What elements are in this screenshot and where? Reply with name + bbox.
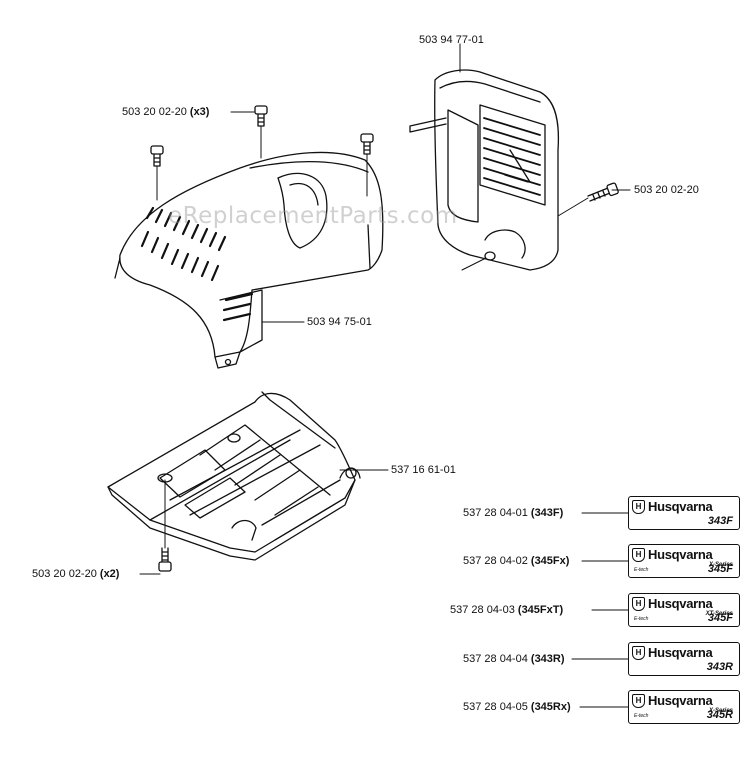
part-number: 503 20 02-20 [122, 106, 187, 118]
decal-345rx: H Husqvarna X-Series E-tech 345R [628, 690, 740, 724]
decal-343r: H Husqvarna 343R [628, 642, 740, 676]
decal-343f: H Husqvarna 343F [628, 496, 740, 530]
part-number: 537 28 04-02 [463, 555, 528, 567]
husqvarna-crown-icon: H [632, 694, 645, 708]
decal-series: XT-Series [705, 611, 733, 617]
callout-decal-3: 537 28 04-03 (345FxT) [450, 604, 563, 616]
decal-tag: E-tech [634, 567, 649, 573]
decal-brand: Husqvarna [648, 547, 713, 562]
variant: (345Fx) [530, 555, 570, 567]
callout-decal-5: 537 28 04-05 (345Rx) [463, 701, 571, 713]
decal-brand: Husqvarna [648, 499, 713, 514]
decal-345fxt: H Husqvarna XT-Series E-tech 345F [628, 593, 740, 627]
callout-decal-1: 537 28 04-01 (343F) [463, 507, 563, 519]
part-number: 537 16 61-01 [391, 464, 456, 476]
part-number: 503 94 77-01 [419, 34, 484, 46]
variant: (345FxT) [517, 604, 564, 616]
husqvarna-crown-icon: H [632, 548, 645, 562]
decal-model: 345R [706, 709, 733, 721]
screw-icon [360, 133, 374, 197]
callout-screw-bottom: 503 20 02-20 (x2) [32, 568, 119, 580]
callout-screw-right: 503 20 02-20 [634, 184, 699, 196]
decal-model: 343R [706, 661, 733, 673]
quantity: (x3) [189, 106, 210, 118]
bottom-plate-drawing [107, 391, 361, 561]
screw-icon [254, 105, 268, 159]
part-number: 503 20 02-20 [32, 568, 97, 580]
part-number: 537 28 04-05 [463, 701, 528, 713]
decal-model: 343F [707, 515, 733, 527]
decal-345fx: H Husqvarna X-Series E-tech 345F [628, 544, 740, 578]
screw-icon [150, 145, 164, 201]
variant: (343R) [530, 653, 565, 665]
decal-model: 345F [707, 612, 733, 624]
husqvarna-crown-icon: H [632, 646, 645, 660]
part-number: 503 20 02-20 [634, 184, 699, 196]
quantity: (x2) [99, 568, 120, 580]
decal-tag: E-tech [634, 713, 649, 719]
decal-series: X-Series [708, 708, 733, 714]
decal-series: X-Series [708, 562, 733, 568]
callout-screw-top: 503 20 02-20 (x3) [122, 106, 209, 118]
callout-air-filter-cover: 503 94 77-01 [419, 34, 484, 46]
part-number: 503 94 75-01 [307, 316, 372, 328]
air-filter-cover-drawing [409, 69, 560, 271]
husqvarna-crown-icon: H [632, 597, 645, 611]
screw-icon [158, 547, 172, 572]
decal-model: 345F [707, 563, 733, 575]
part-number: 537 28 04-03 [450, 604, 515, 616]
watermark-text: eReplacementParts.com [168, 203, 458, 229]
husqvarna-crown-icon: H [632, 500, 645, 514]
decal-brand: Husqvarna [648, 645, 713, 660]
decal-brand: Husqvarna [648, 693, 713, 708]
callout-bottom-plate: 537 16 61-01 [391, 464, 456, 476]
part-number: 537 28 04-04 [463, 653, 528, 665]
decal-brand: Husqvarna [648, 596, 713, 611]
cylinder-cover-drawing [114, 151, 384, 369]
callout-decal-2: 537 28 04-02 (345Fx) [463, 555, 569, 567]
part-number: 537 28 04-01 [463, 507, 528, 519]
screw-icon [557, 182, 619, 217]
decal-tag: E-tech [634, 616, 649, 622]
callout-decal-4: 537 28 04-04 (343R) [463, 653, 565, 665]
variant: (343F) [530, 507, 564, 519]
variant: (345Rx) [530, 701, 571, 713]
callout-cylinder-cover: 503 94 75-01 [307, 316, 372, 328]
